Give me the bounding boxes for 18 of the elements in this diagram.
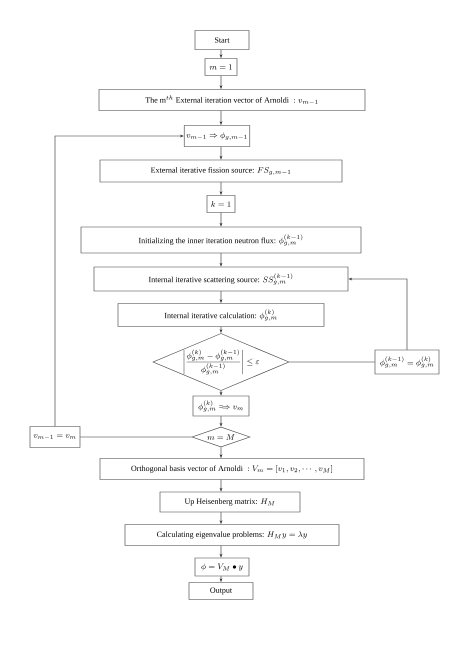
process-box: $\phi = V_M \bullet y$ (194, 558, 250, 576)
process-box: $\text{The m}^{th}\text{ External iteration vector of Arnoldi }: v_{m-1}$ (98, 89, 366, 111)
process-box: $\text{Initializing the inner iteration neutron flux: } \phi_{g,m}^{(k-1)}$ (80, 226, 362, 254)
process-box: $\text{External iterative fission source: } FS_{g,m-1}$ (100, 160, 342, 182)
process-box: $\text{Internal iterative scattering source: } SS_{g,m}^{(k-1)}$ (94, 266, 348, 292)
connector-line (80, 436, 192, 438)
process-box: $\text{Internal iterative calculation: } \phi_{g,m}^{(k)}$ (118, 303, 324, 327)
process-box: $k = 1$ (206, 195, 236, 213)
process-box: $\phi_{g,m}^{(k-1)} = \phi_{g,m}^{(k)}$ (374, 350, 440, 374)
terminal-box: Start (194, 30, 250, 50)
terminal-box: Output (188, 582, 254, 600)
process-box: $\text{Calculating eigenvalue problems: } H_M y = \lambda y$ (124, 524, 340, 546)
process-box: $\phi_{g,m}^{(k)} \Longrightarrow v_m$ (192, 396, 250, 416)
process-box: $v_{m-1} = v_m$ (30, 426, 80, 448)
process-box: $v_{m-1} \Rightarrow \phi_{g,m-1}$ (184, 125, 250, 147)
process-box: $m = 1$ (204, 58, 238, 76)
process-box: $\text{Up Heisenberg matrix: } H_M$ (160, 492, 300, 512)
process-box: $\text{Orthogonal basis vector of Arnoldi }: V_m = [v_1, v_2, \cdots, v_M]$ (100, 458, 364, 480)
